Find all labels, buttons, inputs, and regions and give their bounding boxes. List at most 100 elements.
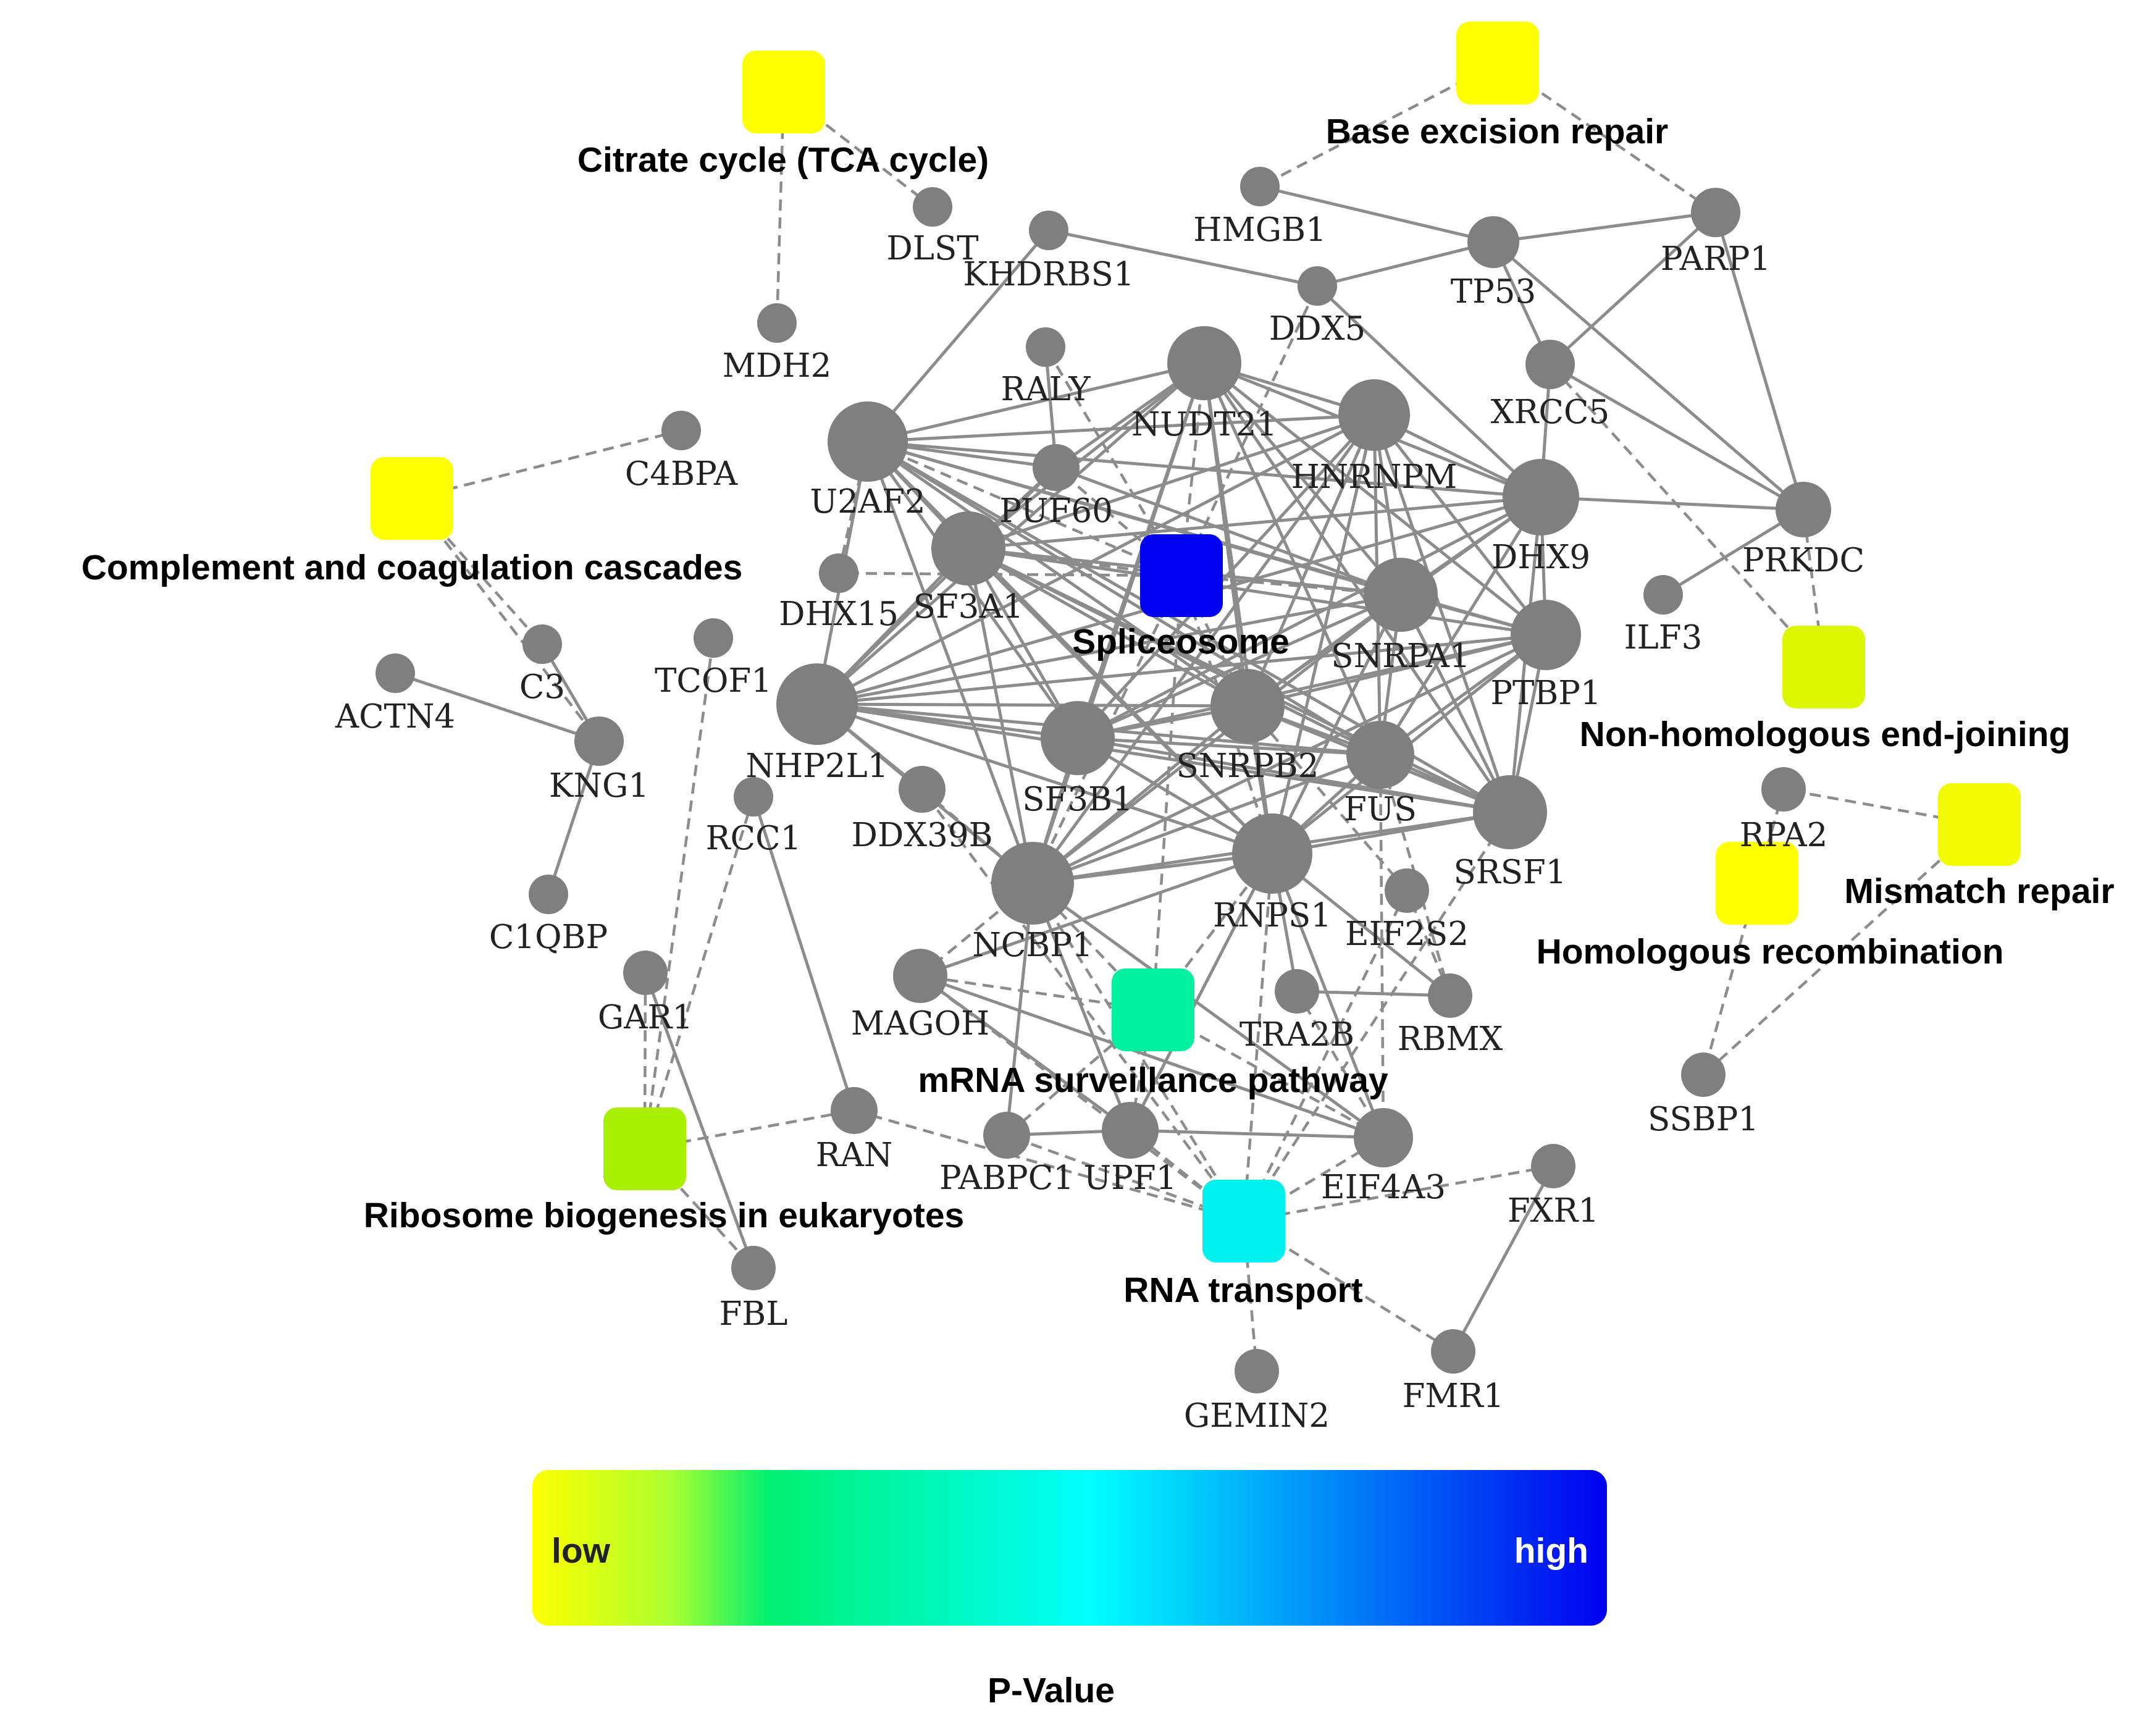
pathway-edge-mmr-RPA2	[1783, 788, 1980, 826]
gene-node-fxr1[interactable]	[1531, 1144, 1575, 1188]
gene-node-magoh[interactable]	[893, 949, 947, 1003]
gene-node-tcof1[interactable]	[694, 618, 733, 658]
pathway-node-complement[interactable]	[371, 457, 453, 540]
pathway-edge-ribosome-RCC1	[643, 796, 755, 1149]
gene-node-rbmx[interactable]	[1428, 973, 1472, 1018]
gene-node-pabpc1[interactable]	[983, 1112, 1030, 1159]
gene-node-fbl[interactable]	[731, 1246, 776, 1290]
gene-node-upf1[interactable]	[1102, 1102, 1159, 1159]
nodes-layer	[371, 22, 2021, 1393]
gene-node-raly[interactable]	[1026, 327, 1065, 367]
interaction-edge-DDX5-TP53	[1317, 240, 1494, 288]
interaction-edge-PARP1-PRKDC	[1714, 212, 1805, 510]
gene-node-eif2s2[interactable]	[1385, 868, 1429, 913]
gene-node-hmgb1[interactable]	[1240, 167, 1280, 206]
gene-node-ssbp1[interactable]	[1681, 1052, 1726, 1097]
gene-node-ptbp1[interactable]	[1511, 600, 1581, 670]
gene-node-kng1[interactable]	[574, 716, 624, 766]
gene-node-ncbp1[interactable]	[991, 842, 1074, 925]
interaction-edge-SNRPB2-NCBP1	[1031, 705, 1249, 884]
gene-node-c1qbp[interactable]	[529, 875, 568, 914]
gene-node-snrpa1[interactable]	[1364, 558, 1438, 632]
pathway-edge-complement-C4BPA	[411, 429, 682, 500]
interaction-edge-KHDRBS1-DDX5	[1048, 229, 1318, 288]
interaction-edge-UPF1-EIF4A3	[1130, 1128, 1384, 1140]
interaction-edge-RNPS1-EIF4A3	[1270, 853, 1385, 1138]
pathway-label-mmr: Mismatch repair	[1844, 872, 2114, 911]
gene-node-gemin2[interactable]	[1235, 1349, 1279, 1393]
gene-label-dhx15: DHX15	[779, 595, 899, 633]
gene-node-sf3b1[interactable]	[1041, 701, 1115, 775]
gene-node-c4bpa[interactable]	[661, 411, 701, 450]
pathway-edge-complement-C3	[411, 497, 543, 645]
interaction-edge-SNRPA1-SF3B1	[1076, 593, 1402, 740]
gene-node-prkdc[interactable]	[1776, 482, 1831, 537]
pathway-node-rnatransport[interactable]	[1202, 1180, 1285, 1262]
pathway-edge-mrna-PABPC1	[1005, 1009, 1154, 1136]
gene-node-eif4a3[interactable]	[1354, 1108, 1413, 1167]
gene-label-snrpb2: SNRPB2	[1177, 747, 1319, 785]
gene-node-actn4[interactable]	[375, 653, 415, 693]
pathway-node-nhej[interactable]	[1782, 626, 1865, 708]
pathway-edge-rnatransport-SRSF1	[1243, 811, 1511, 1222]
pathway-node-ribosome[interactable]	[603, 1107, 686, 1190]
interaction-edge-NHP2L1-SNRPB2	[816, 702, 1248, 708]
pathway-label-spliceosome: Spliceosome	[1072, 622, 1290, 662]
interaction-edge-HNRNPM-PTBP1	[1373, 414, 1547, 636]
gene-node-hnrnpm[interactable]	[1338, 379, 1410, 451]
gene-node-tra2b[interactable]	[1275, 969, 1319, 1014]
gene-label-tra2b: TRA2B	[1239, 1016, 1354, 1054]
gene-node-sf3a1[interactable]	[931, 511, 1005, 586]
gene-node-ddx5[interactable]	[1298, 266, 1337, 306]
gene-node-ilf3[interactable]	[1643, 575, 1683, 615]
gene-node-tp53[interactable]	[1467, 216, 1519, 268]
pathway-edge-rnatransport-EIF2S2	[1242, 890, 1409, 1222]
pathway-node-hr[interactable]	[1716, 842, 1798, 925]
pathway-label-rnatransport: RNA transport	[1123, 1270, 1362, 1310]
gene-node-rcc1[interactable]	[734, 777, 773, 817]
gene-node-ran[interactable]	[831, 1087, 878, 1134]
pathway-node-spliceosome[interactable]	[1140, 534, 1223, 617]
gene-node-dhx9[interactable]	[1503, 459, 1579, 536]
gene-node-c3[interactable]	[522, 624, 562, 664]
interaction-edge-DHX9-SF3B1	[1076, 495, 1542, 740]
gene-node-snrpb2[interactable]	[1210, 669, 1285, 743]
interaction-edge-DDX5-DHX9	[1316, 285, 1542, 498]
pathway-node-mrna[interactable]	[1112, 968, 1194, 1051]
gene-label-fmr1: FMR1	[1403, 1377, 1504, 1415]
interaction-edge-NUDT21-FUS	[1202, 362, 1382, 756]
pathway-edge-rnatransport-MAGOH	[919, 975, 1245, 1222]
gene-label-eif2s2: EIF2S2	[1345, 915, 1469, 953]
gene-node-nhp2l1[interactable]	[776, 663, 858, 745]
gene-node-xrcc5[interactable]	[1525, 340, 1575, 389]
gene-label-raly: RALY	[1001, 371, 1091, 408]
gene-node-gar1[interactable]	[623, 951, 668, 995]
gene-label-rnps1: RNPS1	[1213, 897, 1332, 934]
gene-node-rnps1[interactable]	[1232, 813, 1312, 894]
gene-node-srsf1[interactable]	[1473, 775, 1547, 849]
gene-node-ddx39b[interactable]	[899, 766, 946, 813]
pathway-edge-rnatransport-RNPS1	[1242, 853, 1274, 1222]
interaction-edge-PARP1-XRCC5	[1549, 211, 1717, 366]
gene-node-mdh2[interactable]	[757, 303, 797, 343]
gene-node-nudt21[interactable]	[1167, 326, 1241, 400]
gene-node-dhx15[interactable]	[819, 553, 858, 593]
gene-label-ptbp1: PTBP1	[1490, 674, 1601, 712]
gene-node-parp1[interactable]	[1691, 188, 1740, 237]
gene-node-fus[interactable]	[1346, 721, 1414, 789]
gene-node-rpa2[interactable]	[1761, 767, 1806, 812]
pathway-label-ber: Base excision repair	[1326, 112, 1668, 151]
interaction-edge-RNPS1-UPF1	[1128, 852, 1274, 1132]
gene-label-gemin2: GEMIN2	[1184, 1397, 1330, 1435]
pathway-node-ber[interactable]	[1456, 22, 1539, 104]
gene-node-u2af2[interactable]	[828, 401, 908, 482]
gene-node-dlst[interactable]	[913, 187, 952, 227]
pathway-node-mmr[interactable]	[1938, 783, 2021, 866]
pathway-node-tca[interactable]	[742, 51, 825, 133]
interaction-edge-NCBP1-UPF1	[1031, 883, 1132, 1131]
p-value-legend: low high P-Value	[532, 1470, 1607, 1710]
gene-node-puf60[interactable]	[1033, 444, 1080, 491]
interaction-edge-SF3A1-PTBP1	[968, 547, 1546, 637]
gene-node-fmr1[interactable]	[1431, 1329, 1475, 1374]
gene-node-khdrbs1[interactable]	[1029, 211, 1068, 250]
